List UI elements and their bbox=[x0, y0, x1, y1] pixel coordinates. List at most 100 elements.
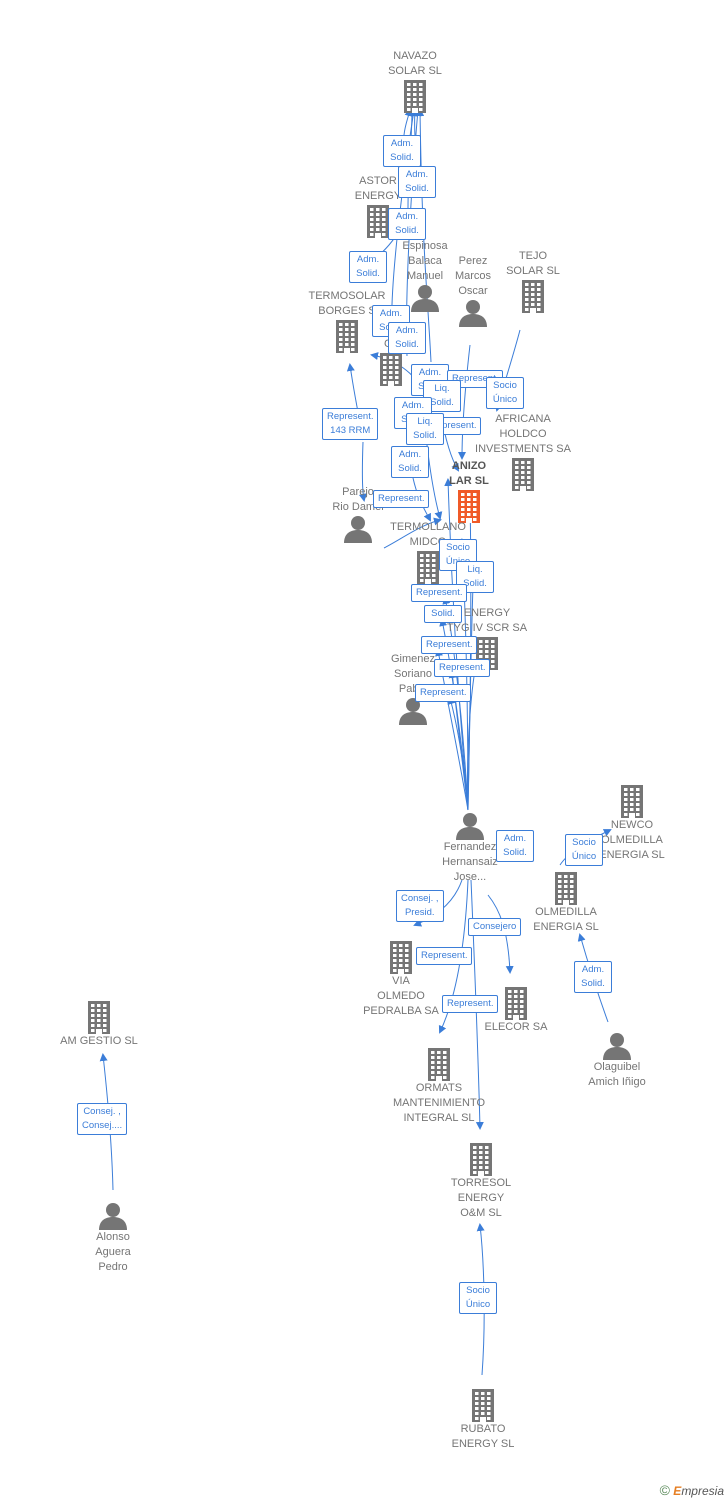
node-label: ORMATS MANTENIMIENTO INTEGRAL SL bbox=[392, 1082, 486, 1124]
building-icon bbox=[522, 280, 544, 313]
relation-label-r23[interactable]: Represent. bbox=[415, 684, 472, 702]
person-node-espinosa[interactable]: Espinosa Balaca Manuel bbox=[365, 239, 485, 312]
company-node-via[interactable]: VIA OLMEDO PEDRALBA SA bbox=[341, 940, 461, 1019]
person-node-alonso[interactable]: Alonso Aguera Pedro bbox=[53, 1202, 173, 1275]
relation-edge-16 bbox=[383, 517, 442, 549]
node-label: NEWCO OLMEDILLA ENERGIA SL bbox=[599, 819, 665, 861]
relation-label-r32[interactable]: Consej. , Consej.... bbox=[77, 1103, 128, 1135]
relation-label-r4[interactable]: Adm. Solid. bbox=[349, 251, 387, 283]
node-label: AFRICANA HOLDCO INVESTMENTS SA bbox=[475, 413, 571, 455]
relation-label-r30[interactable]: Adm. Solid. bbox=[574, 961, 612, 993]
node-label: ENERGY TYG IV SCR SA bbox=[446, 607, 528, 634]
relation-label-r9[interactable]: Socio Único bbox=[486, 377, 524, 409]
person-icon bbox=[344, 516, 372, 543]
relation-label-r24[interactable]: Adm. Solid. bbox=[496, 830, 534, 862]
relation-label-r3[interactable]: Adm. Solid. bbox=[388, 208, 426, 240]
node-label: TEJO SOLAR SL bbox=[506, 250, 560, 277]
relation-label-r14[interactable]: Liq. Solid. bbox=[406, 413, 444, 445]
person-icon bbox=[411, 285, 439, 312]
building-icon bbox=[380, 353, 402, 386]
relation-label-r20[interactable]: Solid. bbox=[424, 605, 462, 623]
relation-label-r6[interactable]: Adm. Solid. bbox=[388, 322, 426, 354]
copyright-mark: © bbox=[659, 1482, 670, 1498]
node-label: RUBATO ENERGY SL bbox=[451, 1423, 515, 1450]
person-node-fernandez[interactable]: Fernandez Hernansaiz Jose... bbox=[410, 812, 530, 885]
person-node-parejo[interactable]: Parejo Rio Damel bbox=[298, 485, 418, 543]
node-label: Fernandez Hernansaiz Jose... bbox=[442, 841, 498, 883]
relation-label-r16[interactable]: Represent. bbox=[373, 490, 430, 508]
company-node-astor[interactable]: ASTOR ENERGY bbox=[318, 174, 438, 238]
relation-label-r26[interactable]: Consej. , Presid. bbox=[396, 890, 444, 922]
node-label: ASTOR ENERGY bbox=[354, 175, 402, 202]
node-label: OLMEDILLA ENERGIA SL bbox=[533, 906, 599, 933]
company-node-amgestio[interactable]: AM GESTIO SL bbox=[39, 1000, 159, 1049]
node-label: NAVAZO SOLAR SL bbox=[388, 50, 442, 77]
building-icon bbox=[512, 458, 534, 491]
relation-edge-25 bbox=[444, 478, 469, 811]
company-node-lanizo[interactable]: ANIZO LAR SL bbox=[409, 459, 529, 523]
person-node-olaguibel[interactable]: Olaguibel Amich Iñigo bbox=[557, 1032, 677, 1090]
relation-label-r15[interactable]: Adm. Solid. bbox=[391, 446, 429, 478]
building-icon bbox=[336, 320, 358, 353]
building-icon bbox=[458, 490, 480, 523]
node-label: TORRESOL ENERGY O&M SL bbox=[450, 1177, 512, 1219]
company-node-rubato[interactable]: RUBATO ENERGY SL bbox=[423, 1388, 543, 1452]
relation-edge-27 bbox=[413, 879, 463, 927]
node-label: Espinosa Balaca Manuel bbox=[402, 240, 448, 282]
relation-edge-1 bbox=[403, 108, 413, 136]
node-label: TERMOSOLAR BORGES S bbox=[308, 290, 386, 317]
person-icon bbox=[603, 1033, 631, 1060]
person-icon bbox=[459, 300, 487, 327]
person-icon bbox=[99, 1203, 127, 1230]
node-label: Olaguibel Amich Iñigo bbox=[588, 1061, 646, 1088]
building-icon bbox=[555, 872, 577, 905]
relation-edge-13 bbox=[358, 441, 367, 502]
building-icon bbox=[404, 80, 426, 113]
relation-label-r28[interactable]: Represent. bbox=[416, 947, 473, 965]
building-icon bbox=[367, 205, 389, 238]
relation-edge-22 bbox=[448, 670, 469, 811]
relation-edge-24 bbox=[466, 668, 478, 811]
relation-label-r13[interactable]: Represent. 143 RRM bbox=[322, 408, 379, 440]
node-label: TERMOLLANO MIDCO bbox=[390, 521, 466, 548]
relation-label-r22[interactable]: Represent. bbox=[434, 659, 491, 677]
node-label: ANIZO LAR SL bbox=[449, 460, 489, 487]
relation-label-r19[interactable]: Represent. bbox=[411, 584, 468, 602]
company-node-termosolar[interactable]: TERMOSOLAR BORGES S bbox=[287, 289, 407, 353]
company-node-olmedilla[interactable]: OLMEDILLA ENERGIA SL bbox=[506, 871, 626, 935]
footer-brand: © Empresia bbox=[660, 1482, 724, 1498]
company-node-navazo[interactable]: NAVAZO SOLAR SL bbox=[355, 49, 475, 113]
company-node-tejo[interactable]: TEJO SOLAR SL bbox=[473, 249, 593, 313]
node-label: ELECOR SA bbox=[484, 1021, 548, 1033]
company-node-africana[interactable]: AFRICANA HOLDCO INVESTMENTS SA bbox=[463, 412, 583, 491]
brand-initial: E bbox=[673, 1484, 682, 1498]
relation-label-r1[interactable]: Adm. Solid. bbox=[383, 135, 421, 167]
building-icon bbox=[417, 551, 439, 584]
node-label: VIA OLMEDO PEDRALBA SA bbox=[363, 975, 439, 1017]
company-node-torresol[interactable]: TORRESOL ENERGY O&M SL bbox=[421, 1142, 541, 1221]
building-icon bbox=[505, 987, 527, 1020]
relation-label-r25[interactable]: Socio Único bbox=[565, 834, 603, 866]
building-icon bbox=[428, 1048, 450, 1081]
company-node-elecor[interactable]: ELECOR SA bbox=[456, 986, 576, 1035]
building-icon bbox=[621, 785, 643, 818]
company-node-newco[interactable]: NEWCO OLMEDILLA ENERGIA SL bbox=[572, 784, 692, 863]
company-node-termollano[interactable]: TERMOLLANO MIDCO bbox=[368, 520, 488, 584]
node-label: AM GESTIO SL bbox=[60, 1035, 138, 1047]
building-icon bbox=[470, 1143, 492, 1176]
relation-edge-9 bbox=[458, 344, 471, 460]
relation-label-r27[interactable]: Consejero bbox=[468, 918, 522, 936]
relation-label-r29[interactable]: Represent. bbox=[442, 995, 499, 1013]
relation-label-r31[interactable]: Socio Único bbox=[459, 1282, 497, 1314]
relation-label-r2[interactable]: Adm. Solid. bbox=[398, 166, 436, 198]
relation-label-r21[interactable]: Represent. bbox=[421, 636, 478, 654]
node-label: Alonso Aguera Pedro bbox=[95, 1231, 131, 1273]
building-icon bbox=[88, 1001, 110, 1034]
building-icon bbox=[390, 941, 412, 974]
company-node-ormats[interactable]: ORMATS MANTENIMIENTO INTEGRAL SL bbox=[379, 1047, 499, 1126]
node-label: Perez Marcos Oscar bbox=[454, 255, 492, 297]
relation-edge-29 bbox=[438, 879, 469, 1034]
person-node-perez[interactable]: Perez Marcos Oscar bbox=[413, 254, 533, 327]
brand-name: mpresia bbox=[681, 1484, 724, 1498]
building-icon bbox=[472, 1389, 494, 1422]
